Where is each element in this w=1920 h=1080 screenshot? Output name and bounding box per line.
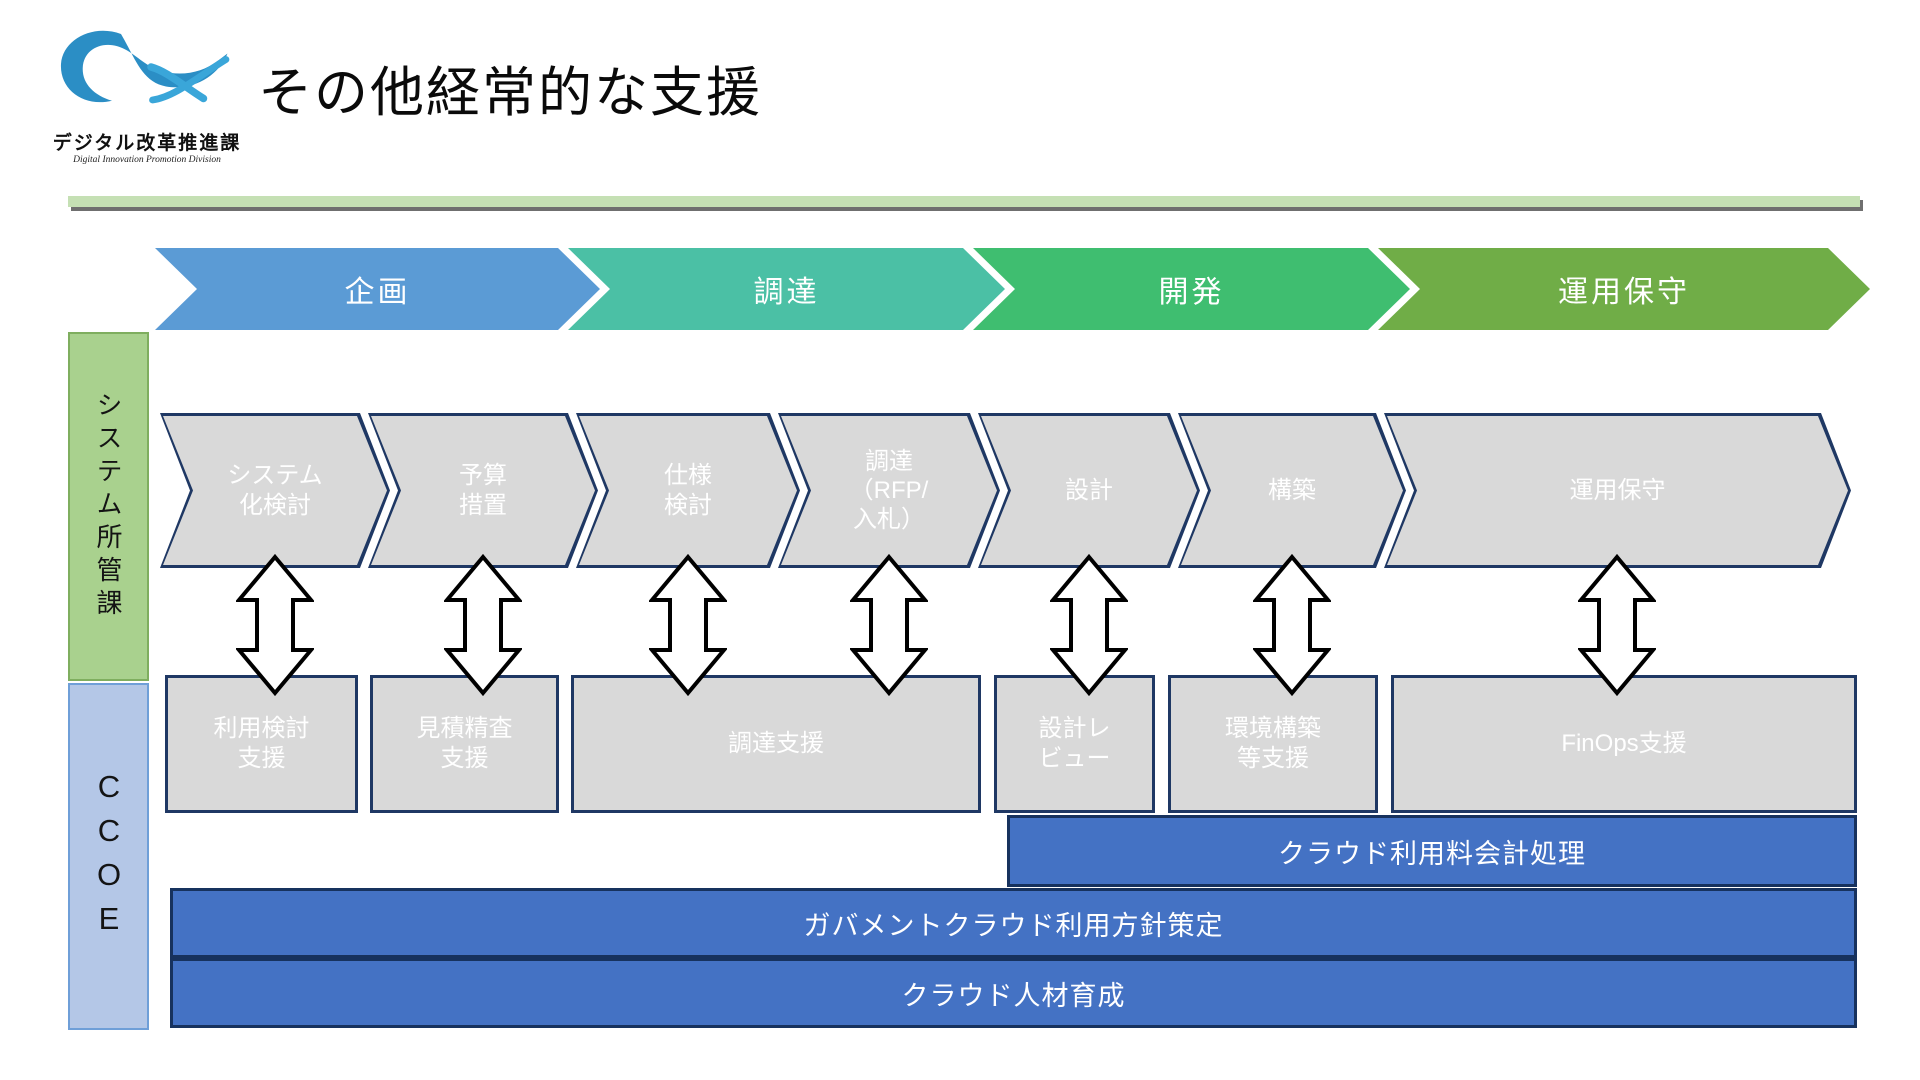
process-step-procurement-rfp: 調達 （RFP/ 入札） — [778, 413, 1000, 568]
double-arrow-icon — [236, 554, 314, 696]
step-fill — [1181, 416, 1403, 565]
ccoe-bar-cloud-talent: クラウド人材育成 — [170, 958, 1857, 1028]
sync-arrow-1 — [236, 554, 314, 696]
double-arrow-icon — [1050, 554, 1128, 696]
support-box-label: 調達支援 — [728, 730, 824, 757]
lane-system-dept: システム所管課 — [68, 332, 149, 681]
logo-wave-shape — [60, 30, 228, 103]
step-fill — [781, 416, 997, 565]
step-fill — [163, 416, 387, 565]
org-name-ja: デジタル改革推進課 — [52, 133, 242, 154]
step-label: システム 化検討 — [227, 462, 323, 519]
lane-ccoe-label: CCOE — [91, 768, 127, 945]
support-box-label: 見積精査 支援 — [416, 715, 513, 772]
logo-x-stroke-up — [149, 56, 230, 104]
double-arrow-icon — [850, 554, 928, 696]
ccoe-bar-govcloud-policy: ガバメントクラウド利用方針策定 — [170, 888, 1857, 958]
double-arrow-icon — [1578, 554, 1656, 696]
step-fill — [1387, 416, 1848, 565]
support-box-usage-study: 利用検討 支援 — [165, 675, 358, 813]
sync-arrow-2 — [444, 554, 522, 696]
phase-label: 企画 — [344, 276, 411, 309]
phase-label: 開発 — [1158, 276, 1225, 309]
step-label: 構築 — [1268, 476, 1316, 504]
step-label: 運用保守 — [1569, 476, 1666, 504]
lane-ccoe: CCOE — [68, 683, 149, 1030]
double-arrow-icon — [649, 554, 727, 696]
support-box-label: 設計レ ビュー — [1038, 715, 1111, 772]
org-name-en: Digital Innovation Promotion Division — [73, 155, 221, 165]
sync-arrow-7 — [1578, 554, 1656, 696]
phase-label: 運用保守 — [1558, 276, 1690, 309]
double-arrow-icon — [444, 554, 522, 696]
process-step-operation: 運用保守 — [1384, 413, 1851, 568]
process-step-spec: 仕様 検討 — [576, 413, 800, 568]
step-fill — [371, 416, 595, 565]
lane-system-dept-label: システム所管課 — [93, 391, 123, 622]
step-label: 仕様 検討 — [664, 462, 712, 519]
ccoe-bar-label: クラウド人材育成 — [901, 980, 1126, 1011]
process-step-build: 構築 — [1178, 413, 1406, 568]
step-fill — [579, 416, 797, 565]
double-arrow-icon — [1253, 554, 1331, 696]
ccoe-bar-cloud-billing: クラウド利用料会計処理 — [1007, 815, 1857, 887]
support-box-label: FinOps支援 — [1561, 730, 1687, 757]
support-box-label: 環境構築 等支援 — [1225, 715, 1321, 772]
page-title: その他経常的な支援 — [258, 63, 762, 123]
support-box-env-build: 環境構築 等支援 — [1168, 675, 1378, 813]
step-label: 予算 措置 — [459, 462, 507, 519]
phase-segment-operation: 運用保守 — [1378, 248, 1870, 330]
sync-arrow-3 — [649, 554, 727, 696]
process-step-budget: 予算 措置 — [368, 413, 598, 568]
support-box-procurement-support: 調達支援 — [571, 675, 981, 813]
support-box-finops: FinOps支援 — [1391, 675, 1857, 813]
dx-wave-logo-icon — [60, 30, 230, 104]
step-label: 設計 — [1065, 476, 1113, 504]
process-step-design: 設計 — [978, 413, 1200, 568]
sync-arrow-5 — [1050, 554, 1128, 696]
step-label: 調達 （RFP/ 入札） — [849, 447, 929, 534]
phase-segment-planning: 企画 — [155, 248, 600, 330]
ccoe-bar-label: クラウド利用料会計処理 — [1278, 838, 1586, 869]
support-box-estimate-review: 見積精査 支援 — [370, 675, 559, 813]
phase-label: 調達 — [753, 276, 820, 309]
sync-arrow-4 — [850, 554, 928, 696]
process-step-systemization: システム 化検討 — [160, 413, 390, 568]
step-fill — [981, 416, 1197, 565]
ccoe-bar-label: ガバメントクラウド利用方針策定 — [803, 910, 1224, 941]
title-divider — [68, 196, 1860, 207]
support-box-design-review: 設計レ ビュー — [994, 675, 1155, 813]
support-box-label: 利用検討 支援 — [213, 715, 310, 772]
logo-x-stroke-down — [147, 63, 208, 103]
sync-arrow-6 — [1253, 554, 1331, 696]
phase-segment-development: 開発 — [973, 248, 1410, 330]
phase-segment-procurement: 調達 — [568, 248, 1005, 330]
